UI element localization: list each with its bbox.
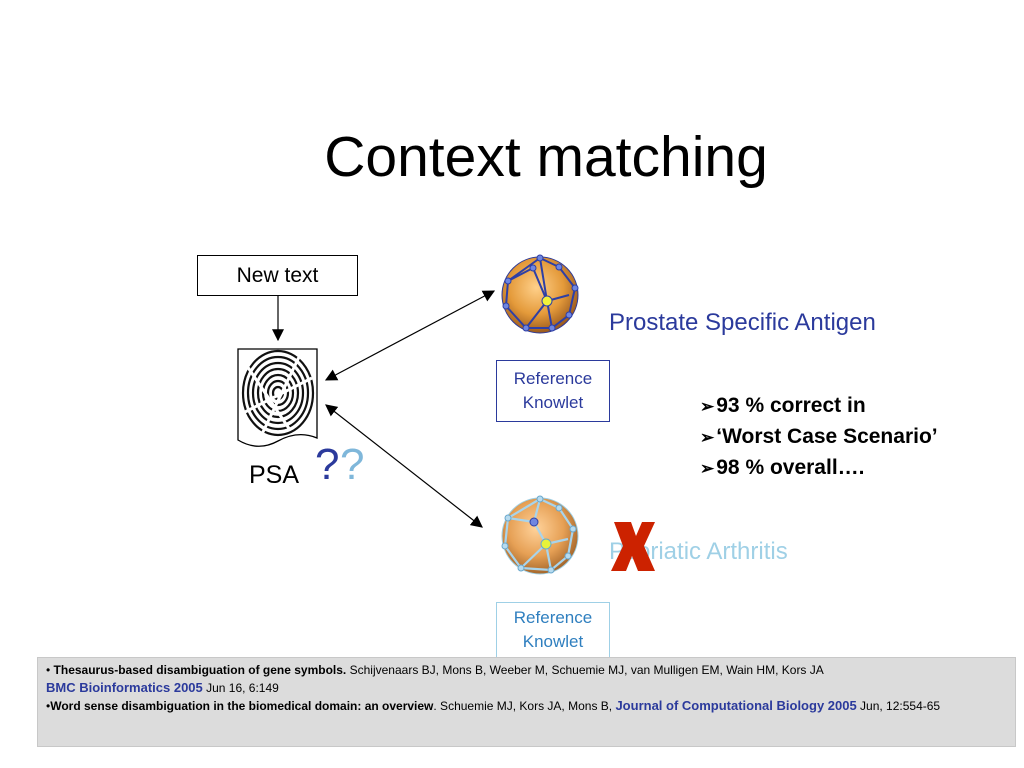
new-text-box: New text — [197, 255, 358, 296]
reference-knowlet-label: Reference — [513, 608, 593, 627]
reference-1-details: Jun 16, 6:149 — [202, 681, 279, 695]
references-panel: • Thesaurus-based disambiguation of gene… — [37, 657, 1016, 747]
slide-title: Context matching — [324, 125, 768, 189]
question-mark-light: ? — [340, 440, 365, 489]
reference-1-line: • Thesaurus-based disambiguation of gene… — [46, 663, 824, 677]
reference-knowlet-label: Reference — [513, 369, 593, 388]
reference-knowlet-box-psa: Reference Knowlet — [496, 360, 610, 422]
knowlet-name-psa: Prostate Specific Antigen — [609, 309, 876, 336]
reference-2-details: Jun, 12:554-65 — [856, 699, 941, 713]
arrow-bullet-icon: ➢ — [700, 397, 715, 416]
reference-knowlet-label: Knowlet — [522, 393, 584, 412]
bullet-item: ➢98 % overall…. — [700, 456, 865, 479]
arrow-to-pa-knowlet — [325, 404, 483, 528]
pa-knowlet-sphere-icon — [501, 495, 579, 575]
reference-knowlet-box-pa: Reference Knowlet — [496, 602, 610, 658]
knowlet-name-pa: Psoriatic Arthritis — [609, 538, 788, 565]
arrow-bullet-icon: ➢ — [700, 459, 715, 478]
bullet-item: ➢‘Worst Case Scenario’ — [700, 425, 938, 448]
reference-knowlet-label: Knowlet — [522, 632, 584, 651]
reference-2-authors: . Schuemie MJ, Kors JA, Mons B, — [433, 699, 616, 713]
psa-label: PSA — [249, 461, 300, 489]
fingerprint-document-icon — [237, 348, 318, 447]
reference-1-title: Thesaurus-based disambiguation of gene s… — [53, 663, 347, 677]
results-bullet-list: ➢93 % correct in ➢‘Worst Case Scenario’ … — [700, 391, 938, 484]
reference-2-journal: Journal of Computational Biology 2005 — [615, 698, 857, 713]
reference-1-authors: Schijvenaars BJ, Mons B, Weeber M, Schue… — [346, 663, 824, 677]
reference-2-title: Word sense disambiguation in the biomedi… — [50, 699, 434, 713]
question-mark-dark: ? — [315, 440, 340, 489]
bullet-item: ➢93 % correct in — [700, 394, 866, 417]
reference-2-line: •Word sense disambiguation in the biomed… — [46, 698, 941, 713]
reference-1-source: BMC Bioinformatics 2005 Jun 16, 6:149 — [46, 679, 1007, 697]
reference-1-journal: BMC Bioinformatics 2005 — [46, 680, 203, 695]
arrow-bullet-icon: ➢ — [700, 428, 715, 447]
psa-knowlet-sphere-icon — [501, 254, 579, 334]
arrow-to-psa-knowlet — [324, 290, 496, 381]
